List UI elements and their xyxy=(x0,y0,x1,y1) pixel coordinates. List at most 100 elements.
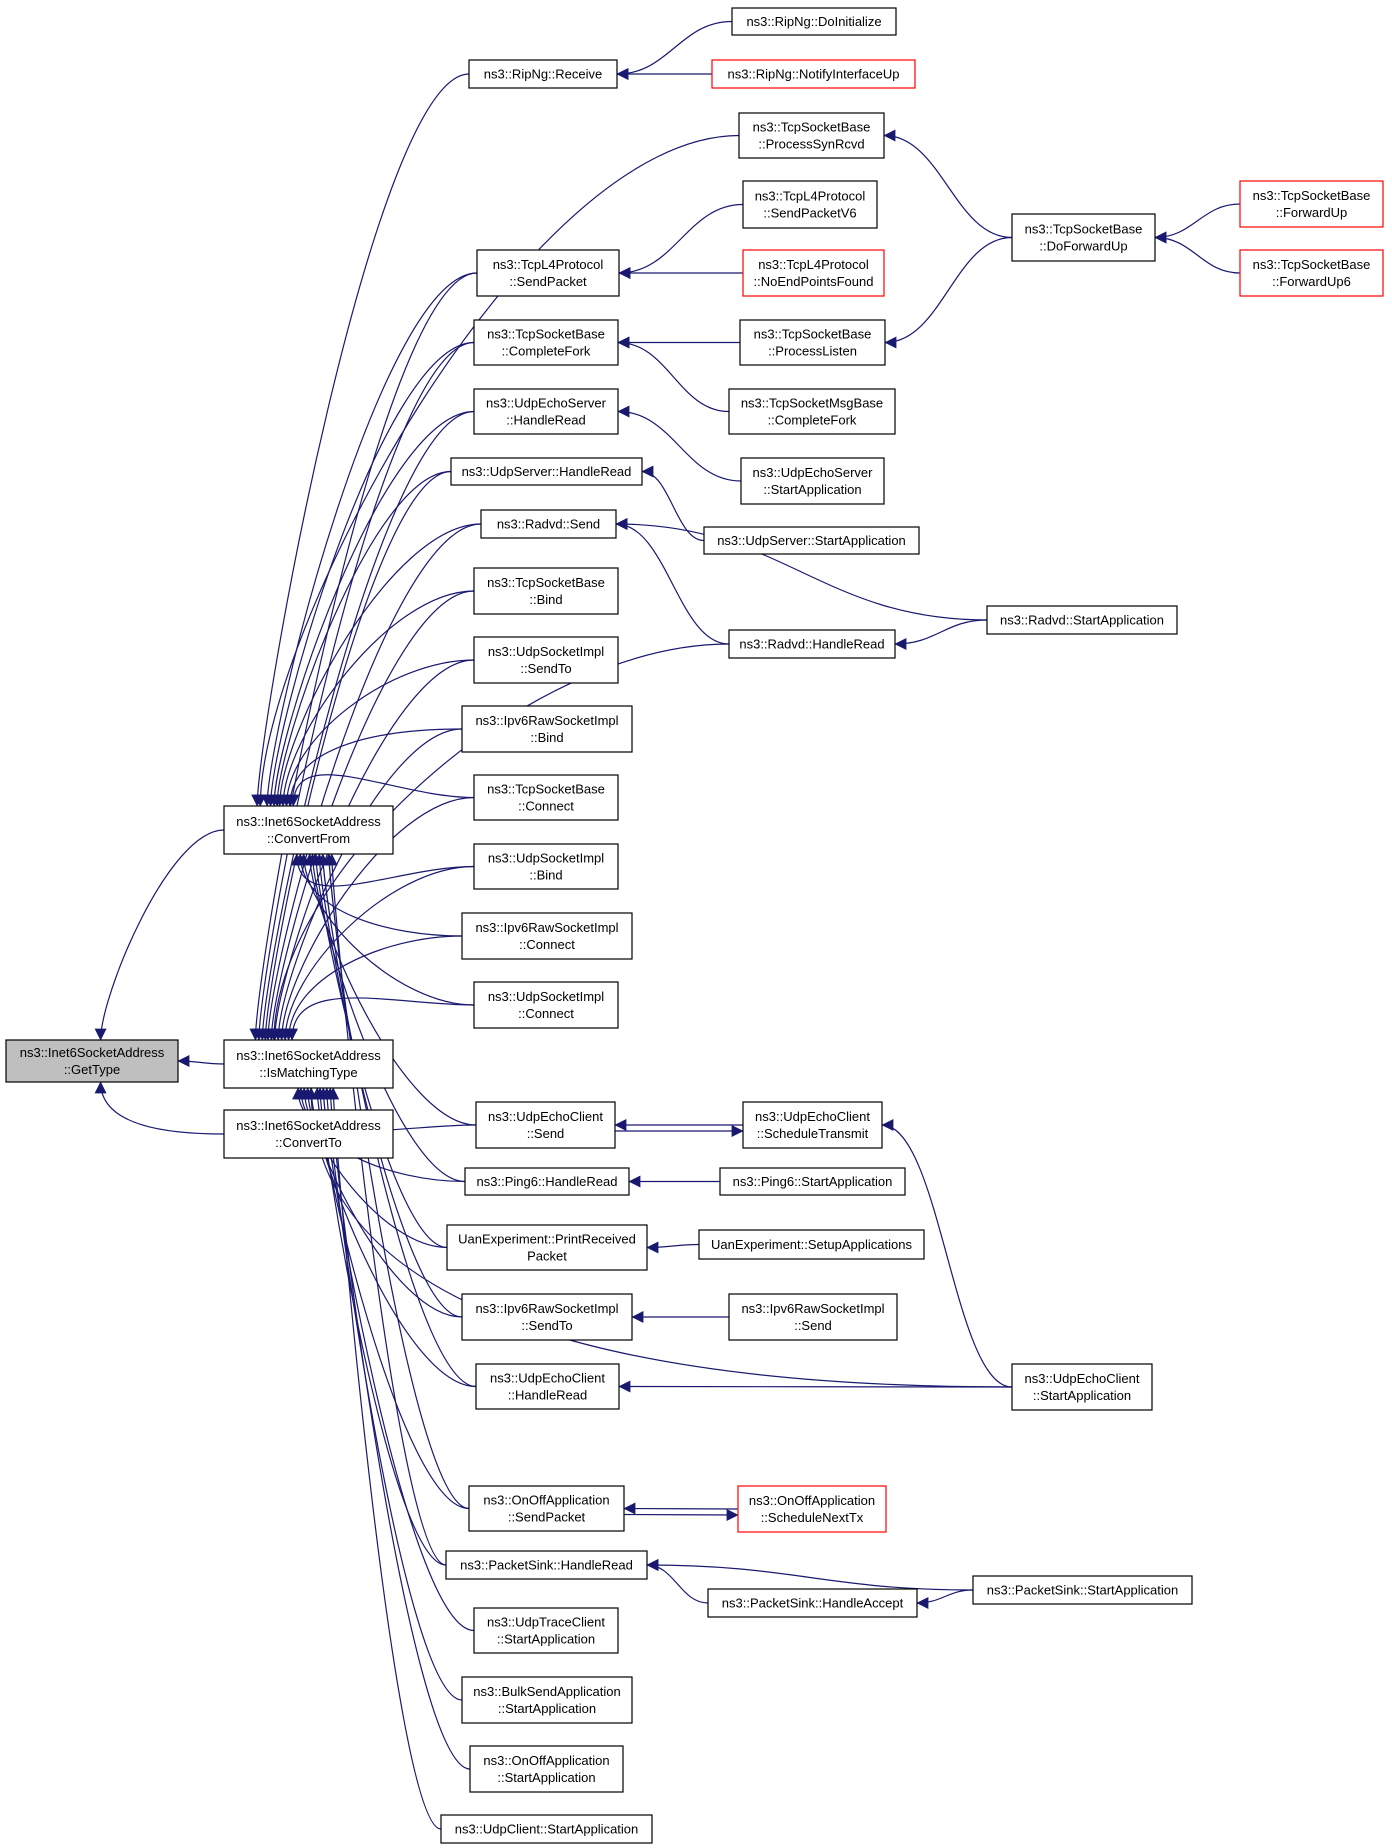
node-box xyxy=(469,1745,624,1793)
node-radsend[interactable]: ns3::Radvd::Send xyxy=(480,509,617,539)
node-compfork[interactable]: ns3::TcpSocketBase::CompleteFork xyxy=(473,319,619,366)
node-radread[interactable]: ns3::Radvd::HandleRead xyxy=(728,629,896,659)
edge-procsyn-to-convertfrom xyxy=(254,134,740,807)
node-box xyxy=(5,1039,179,1083)
node-sendpv6[interactable]: ns3::TcpL4Protocol::SendPacketV6 xyxy=(742,180,878,229)
node-label: ns3::TcpSocketBase xyxy=(754,327,872,342)
node-ipv6sendto[interactable]: ns3::Ipv6RawSocketImpl::SendTo xyxy=(461,1293,633,1341)
node-label: ns3::UdpSocketImpl xyxy=(488,989,604,1004)
node-onoffsched[interactable]: ns3::OnOffApplication::ScheduleNextTx xyxy=(737,1485,887,1533)
node-label: Packet xyxy=(527,1249,567,1264)
node-box xyxy=(711,59,916,89)
node-psread[interactable]: ns3::PacketSink::HandleRead xyxy=(445,1550,648,1580)
node-forwardup6[interactable]: ns3::TcpSocketBase::ForwardUp6 xyxy=(1239,249,1384,297)
node-label: ns3::TcpSocketBase xyxy=(487,782,605,797)
node-label: ::CompleteFork xyxy=(502,344,591,359)
node-box xyxy=(473,636,619,684)
node-label: ns3::Inet6SocketAddress xyxy=(20,1045,165,1060)
node-box xyxy=(972,1575,1193,1605)
node-label: ns3::RipNg::NotifyInterfaceUp xyxy=(728,67,900,82)
edge-tcpsend-to-convertfrom xyxy=(261,272,478,807)
node-box xyxy=(739,319,886,366)
node-utcstart[interactable]: ns3::UdpTraceClient::StartApplication xyxy=(473,1607,619,1654)
node-proclisten[interactable]: ns3::TcpSocketBase::ProcessListen xyxy=(739,319,886,366)
node-label: ns3::TcpSocketBase xyxy=(487,575,605,590)
node-box xyxy=(731,7,897,36)
node-msgfork[interactable]: ns3::TcpSocketMsgBase::CompleteFork xyxy=(728,388,896,435)
node-ripdoinit[interactable]: ns3::RipNg::DoInitialize xyxy=(731,7,897,36)
node-uecsend[interactable]: ns3::UdpEchoClient::Send xyxy=(475,1101,616,1149)
node-convertto[interactable]: ns3::Inet6SocketAddress::ConvertTo xyxy=(223,1109,394,1159)
node-label: ::Connect xyxy=(518,1006,574,1021)
node-usread[interactable]: ns3::UdpServer::HandleRead xyxy=(450,457,643,486)
node-box xyxy=(728,629,896,659)
edge-ipv6sendto-to-convertfrom xyxy=(313,853,463,1318)
edge-uansetup-to-uanprint xyxy=(646,1241,700,1254)
node-noend[interactable]: ns3::TcpL4Protocol::NoEndPointsFound xyxy=(742,249,885,297)
edge-udpconnect-to-convertfrom xyxy=(297,853,475,1006)
node-udpsendto[interactable]: ns3::UdpSocketImpl::SendTo xyxy=(473,636,619,684)
node-forwardup[interactable]: ns3::TcpSocketBase::ForwardUp xyxy=(1239,180,1384,228)
node-label: ns3::TcpSocketBase xyxy=(753,120,871,135)
node-radstart[interactable]: ns3::Radvd::StartApplication xyxy=(986,605,1178,635)
node-tcpsend[interactable]: ns3::TcpL4Protocol::SendPacket xyxy=(476,249,620,297)
node-udpbind[interactable]: ns3::UdpSocketImpl::Bind xyxy=(473,843,619,890)
node-label: ns3::UdpServer::HandleRead xyxy=(462,464,632,479)
node-uecsched[interactable]: ns3::UdpEchoClient::ScheduleTransmit xyxy=(742,1101,883,1149)
node-ismatching[interactable]: ns3::Inet6SocketAddress::IsMatchingType xyxy=(223,1039,394,1089)
node-label: ns3::Inet6SocketAddress xyxy=(236,1048,381,1063)
edge-onoffsend-to-convertfrom xyxy=(322,853,470,1510)
node-label: ::SendTo xyxy=(521,1318,572,1333)
node-label: ns3::UdpEchoClient xyxy=(755,1109,870,1124)
node-label: ns3::UdpEchoServer xyxy=(753,465,874,480)
node-uansetup[interactable]: UanExperiment::SetupApplications xyxy=(698,1229,925,1260)
node-box xyxy=(719,1167,906,1196)
node-box xyxy=(728,388,896,435)
node-box xyxy=(223,1039,394,1089)
node-convertfrom[interactable]: ns3::Inet6SocketAddress::ConvertFrom xyxy=(223,805,394,855)
node-label: ::Connect xyxy=(519,937,575,952)
node-label: ns3::Inet6SocketAddress xyxy=(236,1118,381,1133)
node-box xyxy=(473,843,619,890)
node-label: ns3::Ipv6RawSocketImpl xyxy=(475,713,618,728)
node-uesread[interactable]: ns3::UdpEchoServer::HandleRead xyxy=(473,388,619,435)
node-uecread[interactable]: ns3::UdpEchoClient::HandleRead xyxy=(475,1363,620,1410)
node-onoffstart[interactable]: ns3::OnOffApplication::StartApplication xyxy=(469,1745,624,1793)
node-uesstart[interactable]: ns3::UdpEchoServer::StartApplication xyxy=(740,457,885,505)
node-ipv6bind[interactable]: ns3::Ipv6RawSocketImpl::Bind xyxy=(461,705,633,753)
node-label: ns3::RipNg::Receive xyxy=(484,67,603,82)
node-uecstart[interactable]: ns3::UdpEchoClient::StartApplication xyxy=(1011,1363,1153,1411)
node-tcpbind[interactable]: ns3::TcpSocketBase::Bind xyxy=(473,567,619,615)
node-label: ns3::UdpSocketImpl xyxy=(488,851,604,866)
node-usstart[interactable]: ns3::UdpServer::StartApplication xyxy=(703,526,920,555)
node-ripnotify[interactable]: ns3::RipNg::NotifyInterfaceUp xyxy=(711,59,916,89)
node-pingstart[interactable]: ns3::Ping6::StartApplication xyxy=(719,1167,906,1196)
node-ipv6send[interactable]: ns3::Ipv6RawSocketImpl::Send xyxy=(728,1293,898,1341)
node-procsyn[interactable]: ns3::TcpSocketBase::ProcessSynRcvd xyxy=(738,112,885,159)
node-label: ns3::UdpSocketImpl xyxy=(488,644,604,659)
node-label: ns3::TcpL4Protocol xyxy=(755,189,866,204)
node-label: ::Bind xyxy=(529,592,562,607)
node-box xyxy=(480,509,617,539)
node-onoffsend[interactable]: ns3::OnOffApplication::SendPacket xyxy=(468,1485,625,1532)
node-pingread[interactable]: ns3::Ping6::HandleRead xyxy=(464,1167,630,1196)
node-label: ns3::UdpClient::StartApplication xyxy=(455,1822,639,1837)
node-doforward[interactable]: ns3::TcpSocketBase::DoForwardUp xyxy=(1011,213,1156,262)
node-label: ::Send xyxy=(527,1126,565,1141)
node-psaccept[interactable]: ns3::PacketSink::HandleAccept xyxy=(707,1588,918,1618)
node-ucstart[interactable]: ns3::UdpClient::StartApplication xyxy=(440,1814,653,1844)
node-tcpconnect[interactable]: ns3::TcpSocketBase::Connect xyxy=(473,774,619,821)
node-label: ns3::UdpEchoClient xyxy=(488,1109,603,1124)
edge-udpconnect-to-ismatching xyxy=(286,997,475,1041)
node-udpconnect[interactable]: ns3::UdpSocketImpl::Connect xyxy=(473,981,619,1029)
node-label: ns3::TcpSocketBase xyxy=(487,327,605,342)
node-box xyxy=(468,1485,625,1532)
edge-ripreceive-to-convertfrom xyxy=(251,73,470,807)
edge-forwardup-to-doforward xyxy=(1154,203,1241,244)
node-ipv6connect[interactable]: ns3::Ipv6RawSocketImpl::Connect xyxy=(461,912,633,960)
node-psstart[interactable]: ns3::PacketSink::StartApplication xyxy=(972,1575,1193,1605)
edge-forwardup6-to-doforward xyxy=(1154,231,1241,274)
node-bulkstart[interactable]: ns3::BulkSendApplication::StartApplicati… xyxy=(461,1676,633,1724)
node-ripreceive[interactable]: ns3::RipNg::Receive xyxy=(468,59,618,89)
